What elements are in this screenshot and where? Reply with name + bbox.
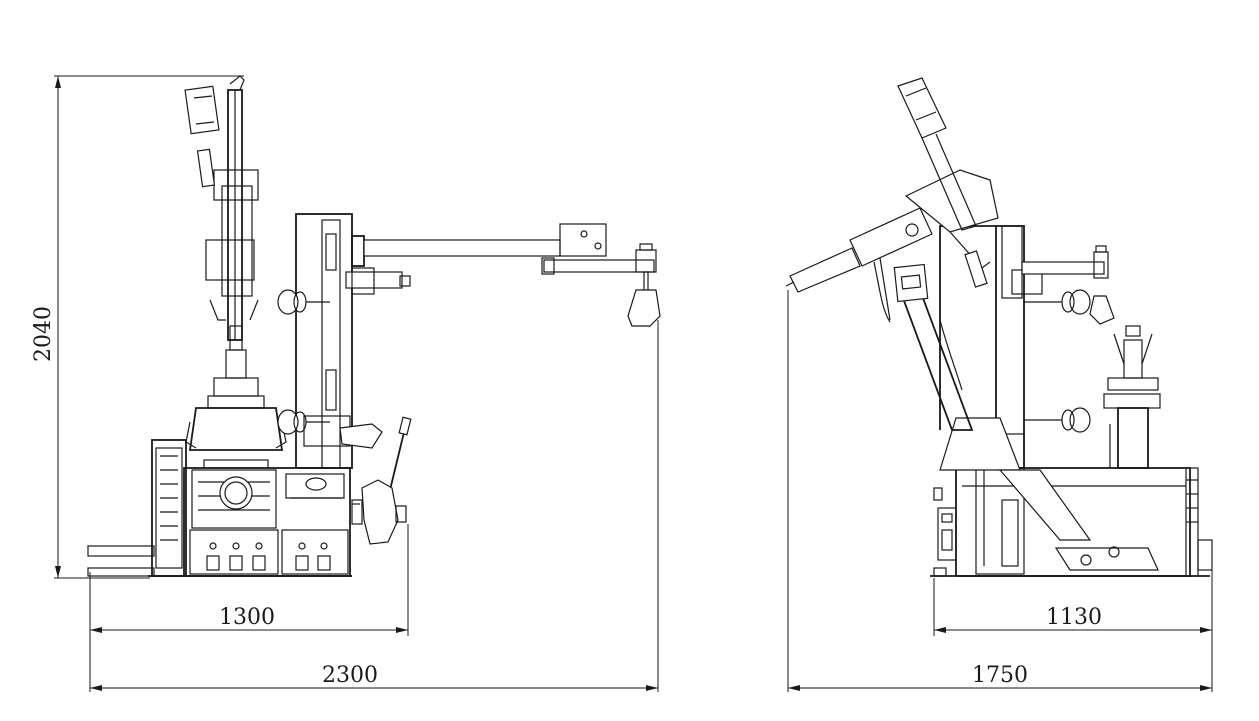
bead-rollers — [277, 289, 383, 449]
dimension-lines — [54, 75, 1213, 692]
front-height-label: 2040 — [31, 306, 56, 362]
air-filter-unit — [933, 487, 957, 577]
pedal-valves — [206, 542, 331, 571]
side-total-width-label: 1750 — [972, 663, 1028, 688]
side-base-width-label: 1130 — [1046, 605, 1102, 630]
top-cylinder — [184, 85, 220, 188]
side-bead-rollers — [1024, 289, 1091, 433]
front-view — [87, 75, 661, 577]
control-lever — [361, 416, 412, 545]
side-view — [785, 77, 1213, 577]
front-base-width-label: 1300 — [219, 605, 275, 630]
pressure-gauge — [893, 263, 929, 303]
front-total-width-label: 2300 — [322, 663, 378, 688]
